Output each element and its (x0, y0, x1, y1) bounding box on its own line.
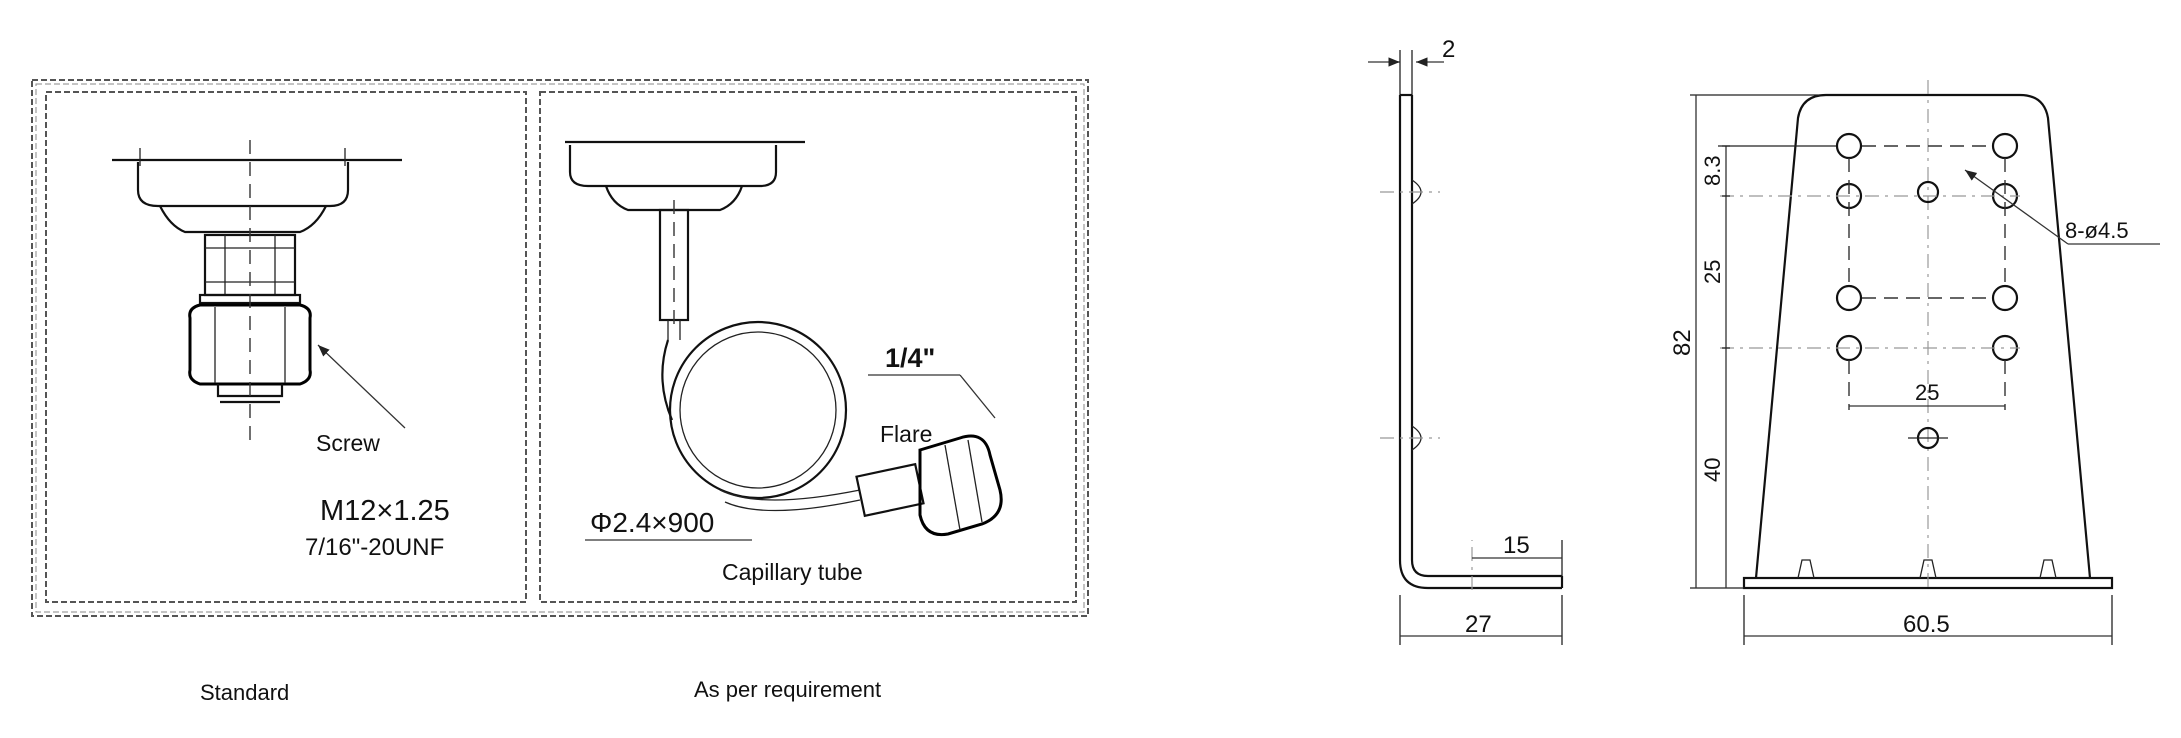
label-flare-size: 1/4" (885, 343, 935, 373)
dim-flange-total: 27 (1465, 611, 1492, 638)
dim-flange-inner: 15 (1503, 532, 1530, 559)
caption-standard: Standard (200, 680, 289, 705)
panel-as-per-requirement: 1/4" Flare Φ2.4×900 Capillary tube (539, 91, 1077, 603)
dim-base-width: 60.5 (1903, 611, 1950, 638)
bracket-front-view: 82 8.3 25 40 25 60.5 8-ø4.5 (1669, 80, 2160, 645)
label-thread-unf: 7/16"-20UNF (305, 534, 444, 561)
dim-thickness: 2 (1442, 36, 1455, 63)
panel-requirement-frame (539, 91, 1077, 603)
bracket-side-view: 2 15 27 (1368, 36, 1564, 645)
label-flare: Flare (880, 421, 932, 447)
dim-total-height: 82 (1669, 329, 1696, 356)
label-thread-metric: M12×1.25 (320, 495, 450, 527)
dim-lower-offset: 40 (1700, 458, 1725, 482)
label-capillary-tube: Capillary tube (722, 559, 863, 585)
label-tube-spec: Φ2.4×900 (590, 507, 714, 538)
panel-standard-frame (45, 91, 527, 603)
panel-standard: Screw M12×1.25 7/16"-20UNF (45, 91, 527, 603)
dim-hole-spacing: 25 (1915, 380, 1939, 405)
mounting-options-diagram: Screw M12×1.25 7/16"-20UNF (31, 79, 1089, 705)
caption-as-per-requirement: As per requirement (694, 677, 881, 702)
outer-frame (31, 79, 1089, 617)
dim-top-hole-pitch: 8.3 (1700, 155, 1725, 186)
label-screw: Screw (316, 430, 380, 456)
dim-mid-hole-pitch: 25 (1700, 260, 1725, 284)
dim-hole-callout: 8-ø4.5 (2065, 218, 2129, 243)
outer-frame-inner (35, 83, 1085, 613)
